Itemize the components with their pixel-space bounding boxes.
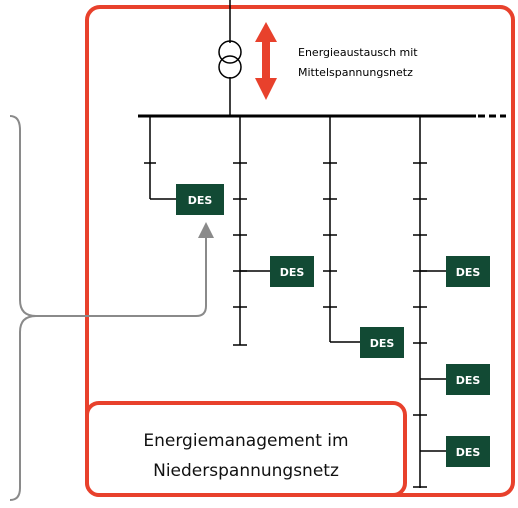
- energy-management-label-line2: Niederspannungsnetz: [153, 461, 339, 481]
- energy-exchange-label-line1: Energieaustausch mit: [298, 46, 418, 59]
- des-unit-3: DES: [360, 327, 404, 358]
- des-unit-1: DES: [176, 184, 224, 215]
- transformer-icon: [218, 40, 242, 79]
- energy-management-box: [85, 401, 407, 497]
- des-unit-3-label: DES: [370, 337, 395, 350]
- feeder-4: [413, 116, 446, 488]
- des-unit-5: DES: [446, 364, 490, 395]
- energy-exchange-arrow-icon: [255, 22, 277, 100]
- feeder-3: [323, 116, 360, 343]
- energy-management-label-line1: Energiemanagement im: [143, 431, 348, 451]
- feeder-1: [144, 116, 176, 200]
- des-unit-5-label: DES: [456, 374, 481, 387]
- des-unit-1-label: DES: [188, 194, 213, 207]
- curly-brace-icon: [9, 115, 37, 501]
- des-unit-6-label: DES: [456, 446, 481, 459]
- des-unit-4: DES: [446, 256, 490, 287]
- des-unit-6: DES: [446, 436, 490, 467]
- pointer-arrow-icon: [36, 222, 214, 317]
- des-unit-2: DES: [270, 256, 314, 287]
- des-unit-4-label: DES: [456, 266, 481, 279]
- energy-exchange-label-line2: Mittelspannungsnetz: [298, 66, 413, 79]
- feeder-2: [233, 116, 270, 346]
- des-unit-2-label: DES: [280, 266, 305, 279]
